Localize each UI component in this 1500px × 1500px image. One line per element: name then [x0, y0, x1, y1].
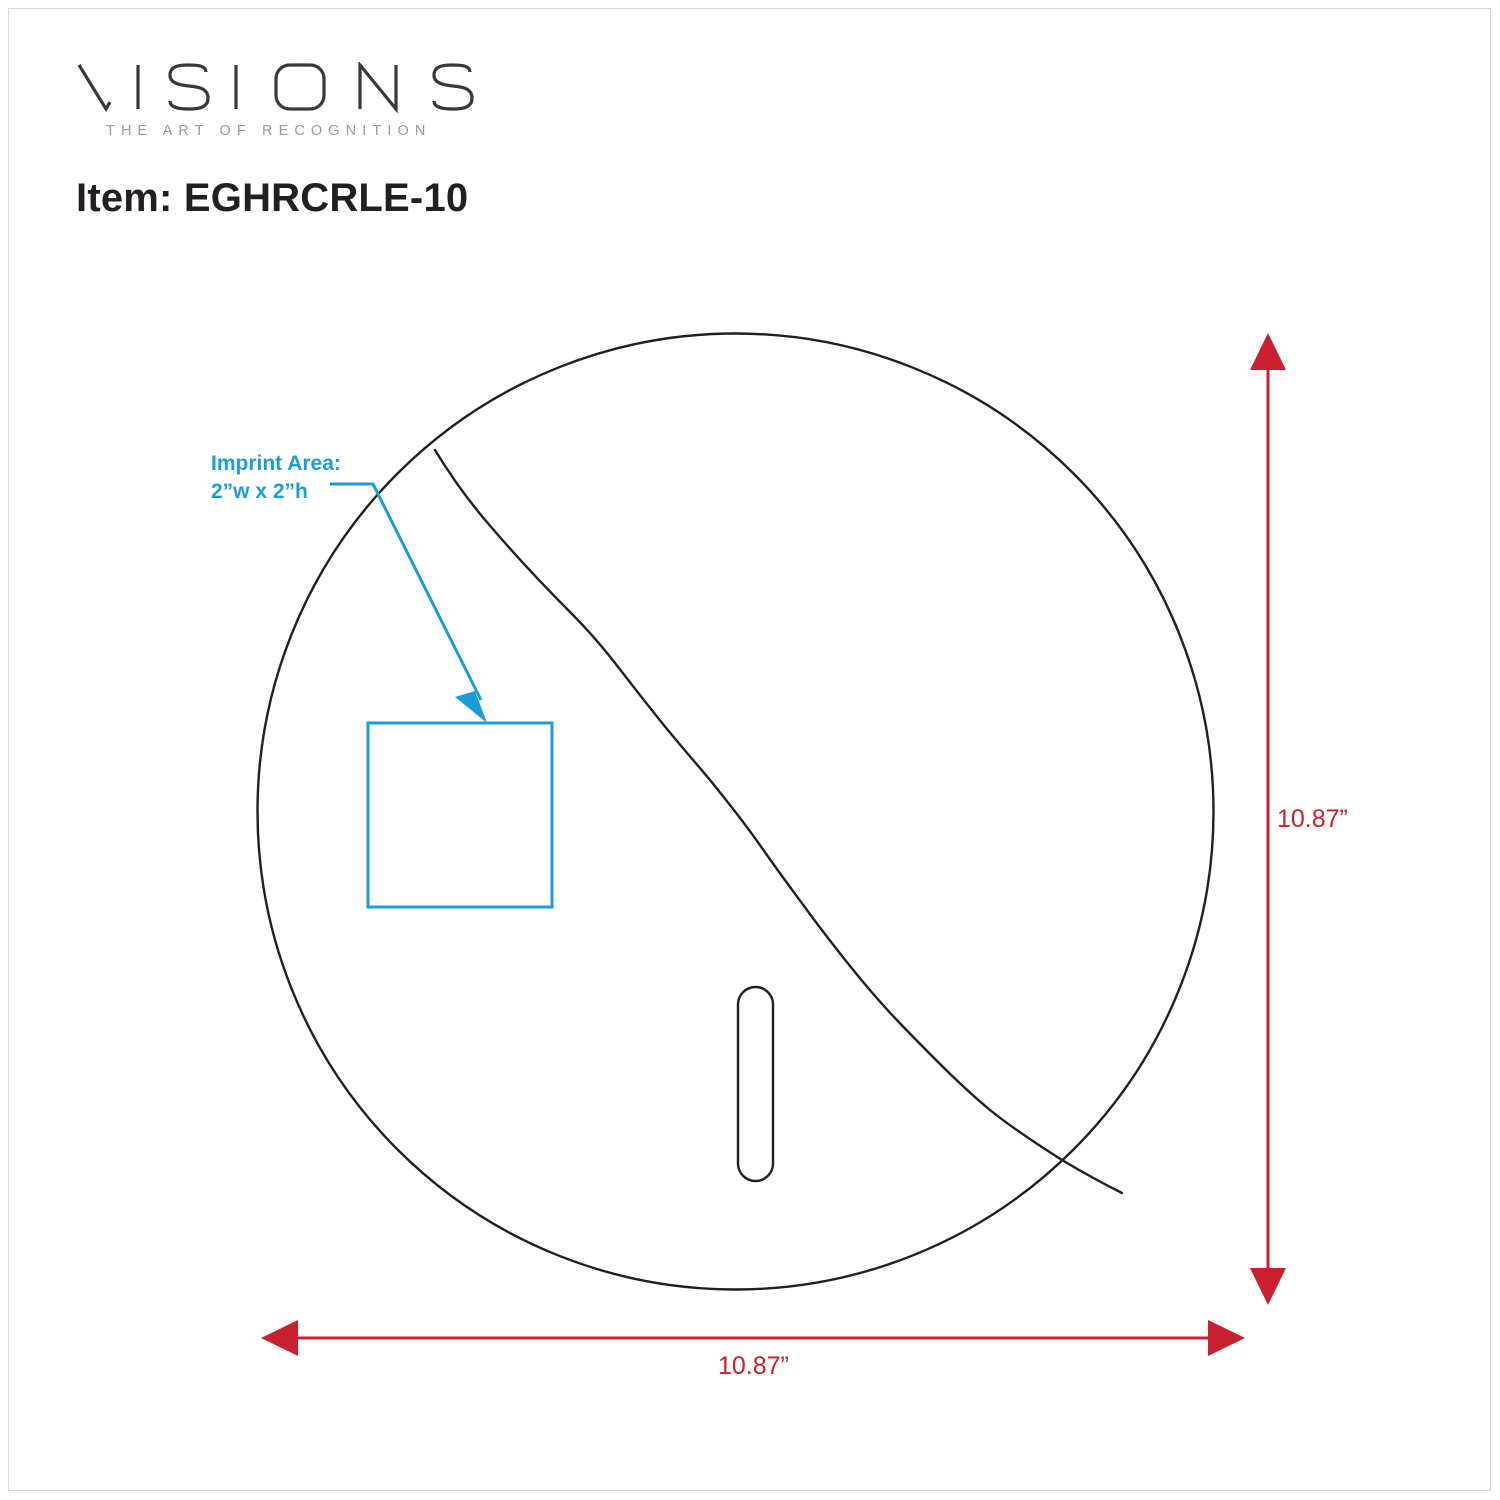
product-circle-outline: [256, 332, 1215, 1291]
imprint-area-label-line2: 2”w x 2”h: [211, 480, 308, 504]
height-dimension-label: 10.87”: [1277, 805, 1348, 833]
width-dimension-arrowhead-left-icon: [261, 1320, 298, 1356]
rounded-slot-feature: [736, 985, 775, 1183]
imprint-leader-line: [330, 482, 483, 701]
live-edge-diagonal-line: [433, 448, 1124, 1195]
brand-tagline: THE ART OF RECOGNITION: [106, 123, 432, 139]
visions-wordmark-icon: [77, 62, 474, 114]
imprint-area-label-line1: Imprint Area:: [211, 452, 341, 475]
width-dimension-arrowhead-right-icon: [1208, 1320, 1245, 1356]
imprint-area-rectangle: [366, 721, 554, 909]
item-number-heading: Item: EGHRCRLE-10: [76, 176, 469, 220]
brand-logo: THE ART OF RECOGNITION: [76, 62, 696, 139]
height-dimension-arrowhead-top-icon: [1250, 333, 1286, 370]
height-dimension-arrowhead-bottom-icon: [1250, 1268, 1286, 1305]
imprint-area-label: Imprint Area: 2”w x 2”h: [211, 450, 341, 506]
imprint-leader-arrowhead-icon: [455, 691, 487, 723]
width-dimension-label: 10.87”: [718, 1352, 789, 1380]
